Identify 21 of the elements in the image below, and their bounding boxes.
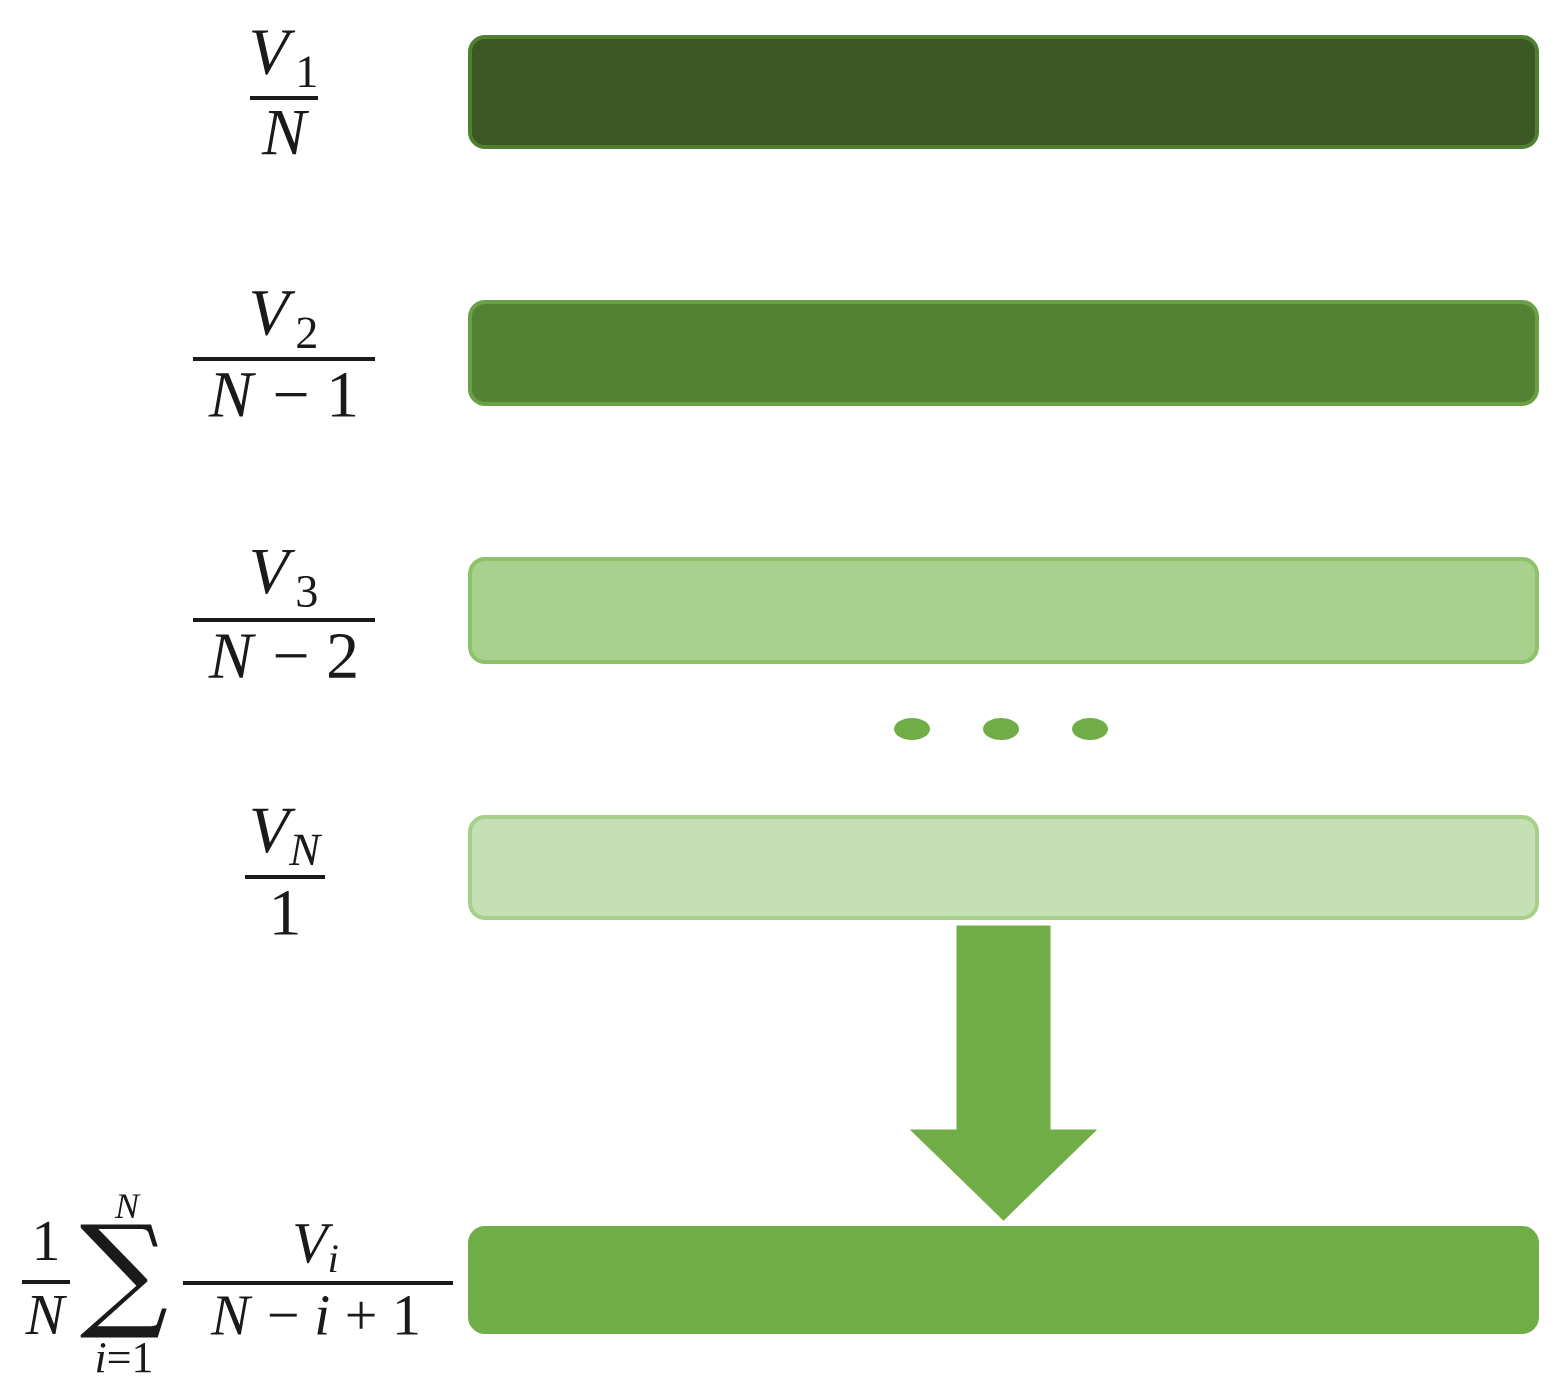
numerator: V$_{i}$ (295, 1224, 338, 1272)
denominator: N − 1 (208, 373, 356, 417)
denominator: N (261, 111, 310, 155)
rounded-bar (468, 1226, 1539, 1334)
numerator: V$_{2}$ (252, 291, 316, 348)
denominator: N − i + 1 (210, 1296, 418, 1335)
numerator: V$_{3}$ (252, 549, 317, 607)
numerator: 1 (36, 1221, 57, 1260)
rounded-bar (468, 35, 1539, 149)
sum-lower-limit: i=1 (96, 1343, 151, 1373)
rounded-bar (468, 557, 1539, 664)
numerator: V$_{1}$ (252, 30, 316, 87)
sum-upper-limit: N (114, 1194, 141, 1218)
rounded-bar (468, 815, 1539, 920)
rounded-bar (468, 300, 1539, 406)
numerator: V$_{N}$ (252, 808, 323, 865)
denominator: N (25, 1296, 68, 1334)
summation-sign: ∑ (80, 1224, 167, 1338)
block-arrow (910, 925, 1097, 1221)
denominator: N − 2 (208, 634, 356, 678)
denominator: 1 (274, 891, 298, 935)
